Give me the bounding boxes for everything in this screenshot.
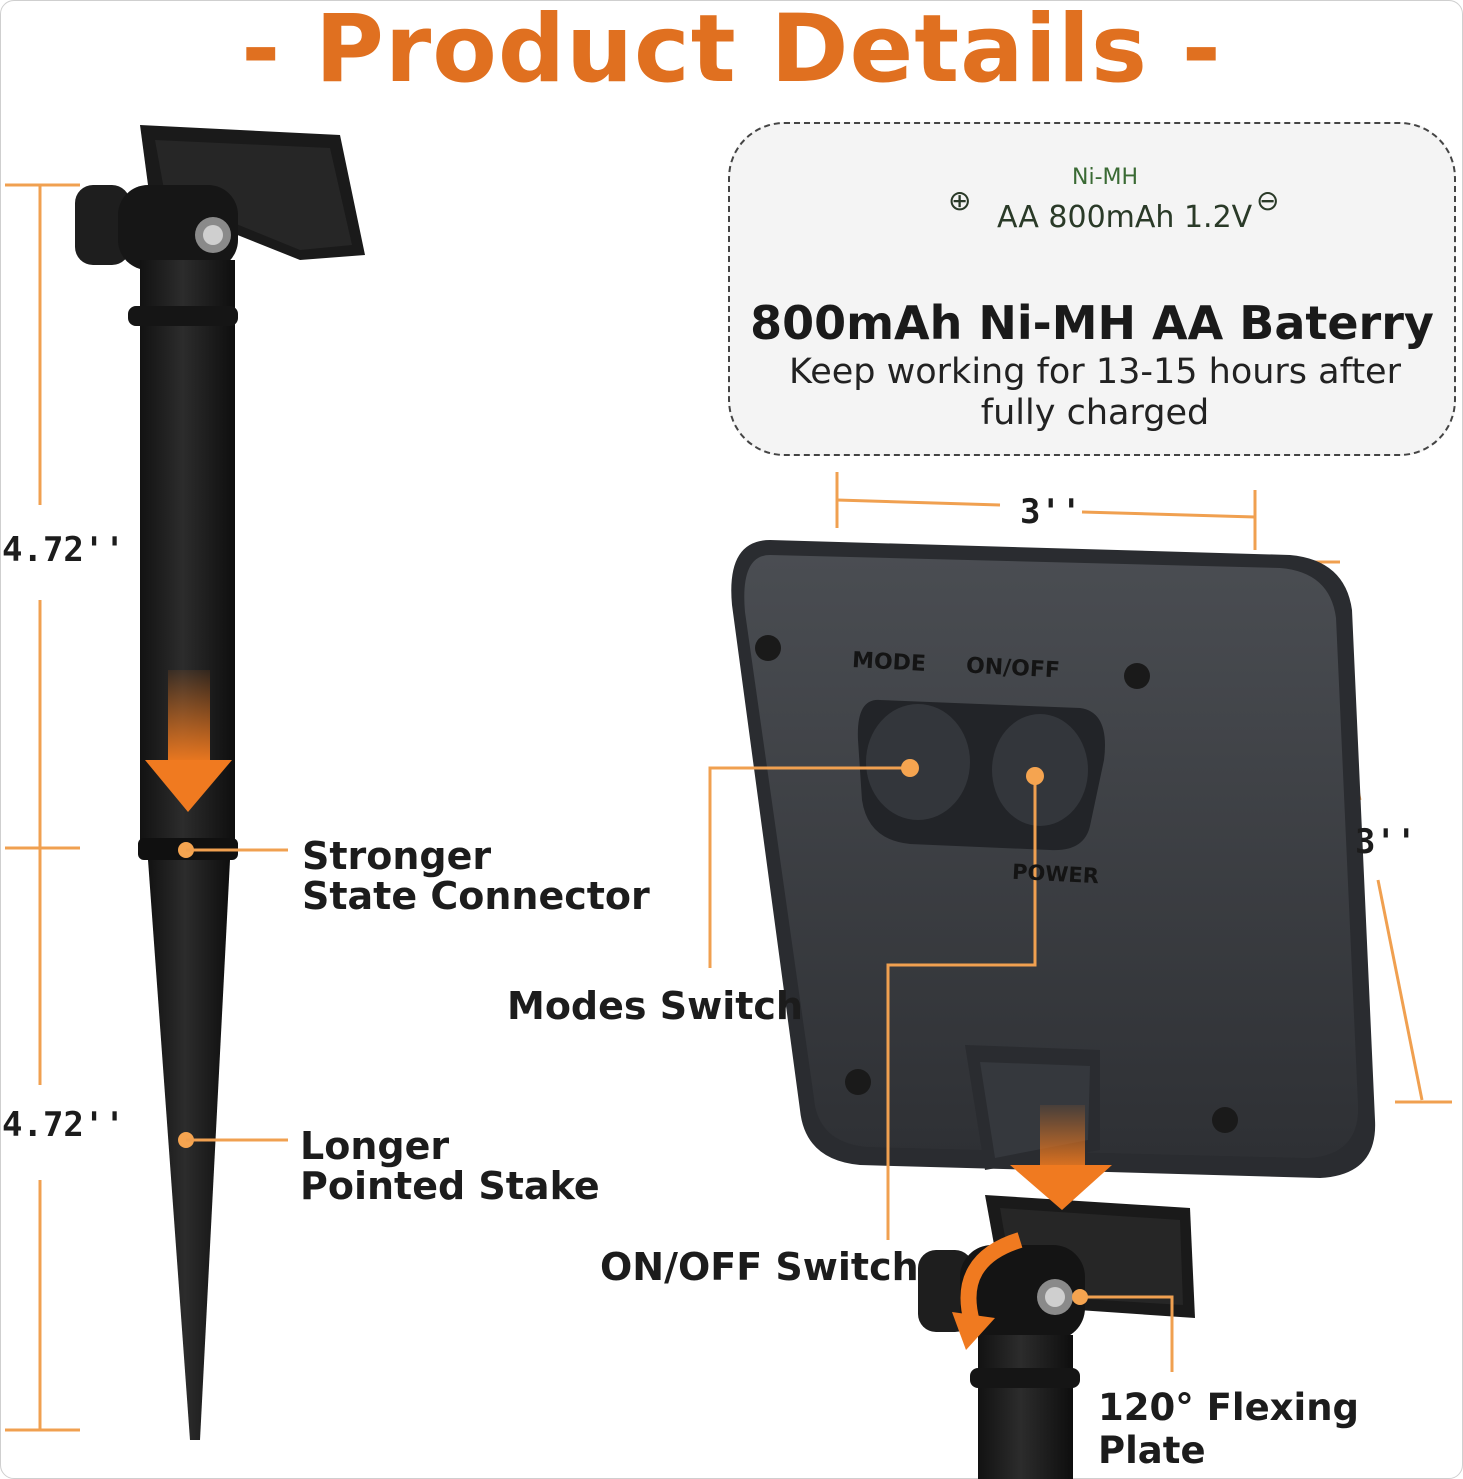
stake-callout-line2: Pointed Stake xyxy=(300,1164,600,1208)
stake-callout-line1: Longer xyxy=(300,1124,450,1168)
battery-spec-label: AA 800mAh 1.2V xyxy=(997,200,1253,235)
stake-callout: Longer Pointed Stake xyxy=(300,1126,600,1206)
flex-plate-assembly xyxy=(918,1105,1195,1479)
upper-stake-length: 4.72'' xyxy=(2,530,125,570)
power-label: POWER xyxy=(1011,859,1100,889)
page-title: - Product Details - xyxy=(241,0,1222,104)
stake-assembly xyxy=(75,125,365,1440)
battery-heading: 800mAh Ni-MH AA Baterry xyxy=(750,296,1434,350)
lower-stake-length: 4.72'' xyxy=(2,1105,125,1145)
stake-dimension-lines xyxy=(5,183,80,1432)
battery-chemistry-label: Ni-MH xyxy=(1072,165,1139,190)
mode-button-label: MODE xyxy=(851,648,927,677)
panel-callout-dots xyxy=(901,759,1088,1305)
modes-switch-callout: Modes Switch xyxy=(507,984,803,1028)
stake-leader-lines xyxy=(186,848,288,1142)
battery-minus-icon: ⊖ xyxy=(1256,184,1280,217)
connector-callout-line1: Stronger xyxy=(302,834,492,878)
panel-width-label: 3'' xyxy=(1020,492,1082,532)
battery-description: Keep working for 13-15 hours after fully… xyxy=(789,352,1401,433)
flex-plate-callout: 120° Flexing Plate xyxy=(1098,1386,1360,1472)
battery-info-card: 800mAh Ni-MH AA Baterry Keep working for… xyxy=(728,122,1456,456)
panel-leader-lines xyxy=(708,766,1174,1372)
connector-callout: Stronger State Connector xyxy=(302,836,650,916)
panel-height-label: 3'' xyxy=(1355,822,1417,862)
onoff-button-label: ON/OFF xyxy=(965,653,1061,684)
connector-callout-line2: State Connector xyxy=(302,874,650,918)
solar-panel-back xyxy=(731,540,1376,1178)
onoff-switch-callout: ON/OFF Switch xyxy=(600,1245,919,1289)
battery-plus-icon: ⊕ xyxy=(948,184,972,217)
